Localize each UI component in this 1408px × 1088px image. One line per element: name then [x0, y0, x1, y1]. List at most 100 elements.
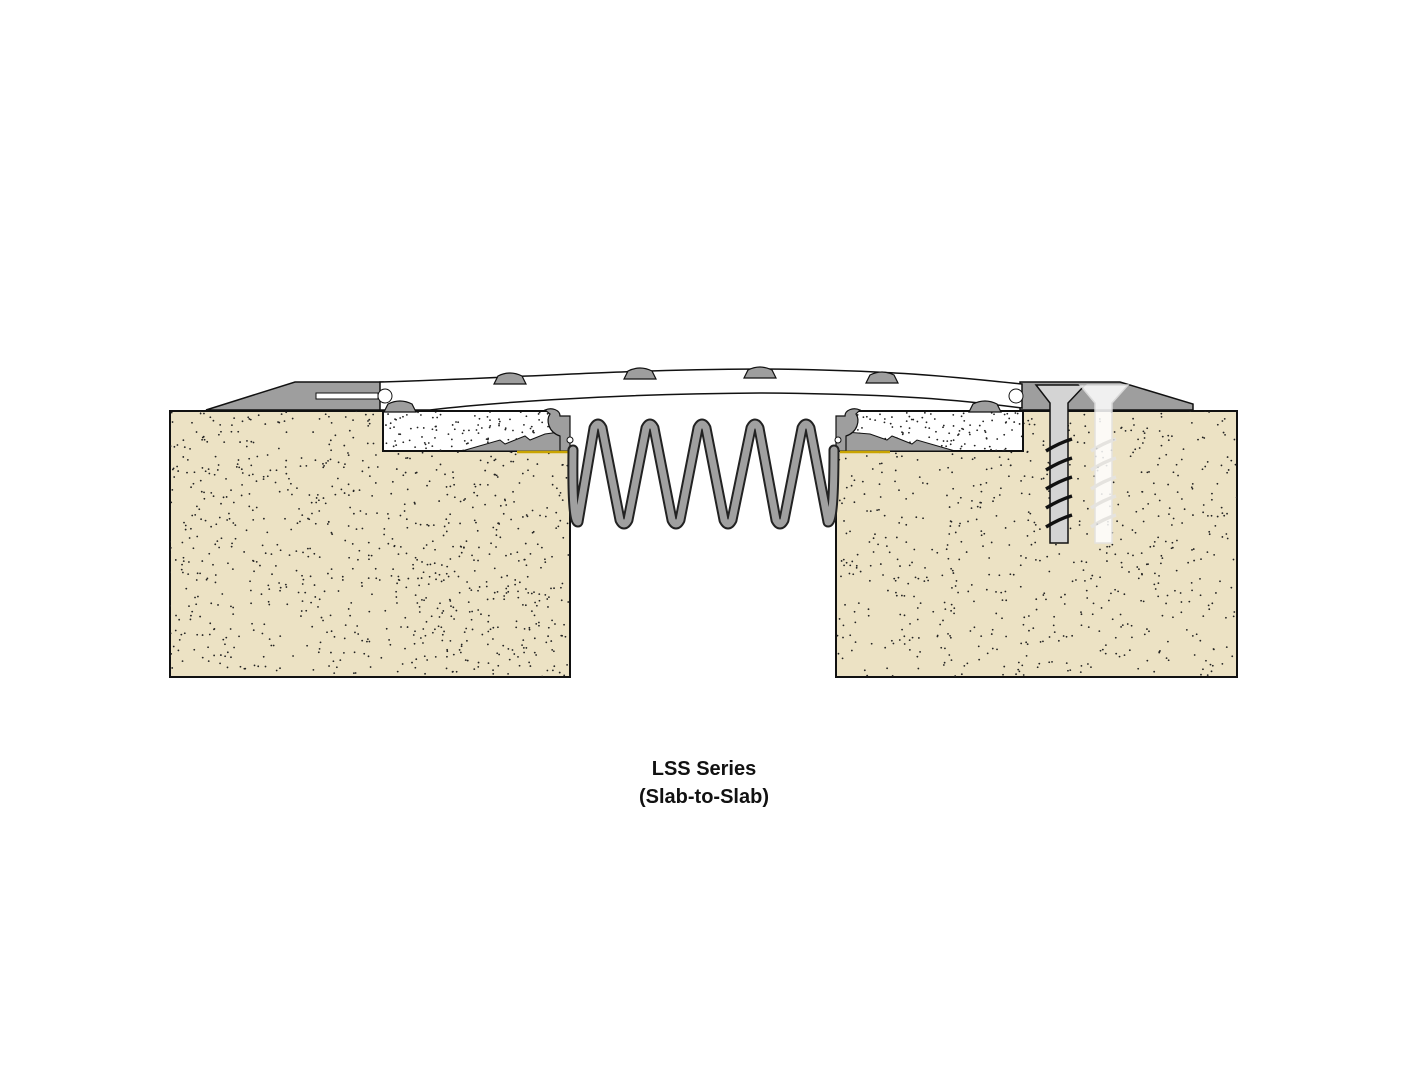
- speckle: [418, 605, 421, 608]
- speckle: [917, 637, 920, 639]
- speckle: [424, 634, 427, 637]
- speckle: [486, 461, 489, 464]
- grip-pad: [968, 400, 1002, 413]
- speckle: [927, 579, 930, 582]
- speckle: [435, 578, 437, 581]
- speckle: [207, 468, 210, 471]
- speckle: [451, 424, 454, 426]
- speckle: [392, 568, 395, 570]
- speckle: [318, 647, 321, 650]
- speckle: [1220, 464, 1223, 467]
- speckle: [1078, 524, 1081, 526]
- speckle: [342, 466, 345, 469]
- speckle: [268, 588, 271, 591]
- speckle: [337, 461, 340, 464]
- speckle: [530, 592, 533, 595]
- speckle: [490, 542, 492, 545]
- speckle: [522, 639, 525, 642]
- speckle: [221, 593, 224, 595]
- speckle: [1085, 589, 1088, 592]
- speckle: [513, 500, 515, 503]
- speckle: [376, 512, 378, 514]
- speckle: [311, 512, 313, 515]
- speckle: [459, 500, 462, 503]
- speckle: [936, 551, 939, 554]
- speckle: [911, 561, 913, 564]
- speckle: [533, 637, 536, 640]
- speckle: [1033, 530, 1036, 533]
- speckle: [523, 558, 526, 561]
- speckle: [219, 654, 222, 656]
- speckle: [1126, 491, 1129, 494]
- speckle: [1172, 616, 1174, 619]
- speckle: [318, 418, 321, 420]
- speckle: [248, 418, 251, 420]
- speckle: [405, 414, 408, 416]
- speckle: [1206, 551, 1209, 554]
- speckle: [396, 582, 399, 585]
- speckle: [845, 532, 848, 535]
- speckle: [865, 415, 868, 418]
- speckle: [462, 429, 465, 432]
- speckle: [1084, 580, 1086, 582]
- speckle: [306, 644, 309, 647]
- speckle: [259, 564, 261, 567]
- speckle: [851, 560, 854, 563]
- speckle: [567, 554, 570, 556]
- speckle: [468, 429, 470, 432]
- speckle: [413, 501, 416, 504]
- speckle: [347, 525, 350, 527]
- speckle: [394, 440, 397, 442]
- speckle: [850, 475, 853, 477]
- speckle: [327, 459, 329, 462]
- speckle: [420, 414, 422, 416]
- speckle: [467, 601, 470, 604]
- speckle: [480, 613, 482, 616]
- speckle: [1099, 576, 1101, 579]
- speckle: [1171, 435, 1173, 438]
- screw-thread: [1045, 456, 1073, 472]
- speckle: [1026, 451, 1029, 453]
- speckle: [477, 559, 479, 562]
- speckle: [416, 558, 419, 561]
- speckle: [905, 497, 908, 500]
- speckle: [1033, 521, 1036, 524]
- speckle: [1069, 527, 1072, 530]
- speckle: [1202, 615, 1205, 617]
- speckle: [367, 466, 370, 469]
- speckle: [214, 574, 217, 576]
- speckle: [1157, 595, 1160, 598]
- speckle: [228, 517, 231, 520]
- speckle: [471, 628, 474, 631]
- speckle: [879, 462, 881, 465]
- speckle: [372, 413, 375, 416]
- speckle: [473, 483, 476, 486]
- speckle: [201, 560, 204, 562]
- speckle: [196, 505, 198, 508]
- speckle: [996, 648, 998, 651]
- speckle: [853, 501, 856, 504]
- speckle: [1210, 514, 1213, 517]
- speckle: [1207, 514, 1209, 517]
- speckle: [220, 537, 223, 540]
- speckle: [971, 499, 973, 502]
- speckle: [507, 590, 510, 593]
- speckle: [1025, 641, 1028, 644]
- speckle: [253, 664, 256, 667]
- speckle: [990, 448, 992, 451]
- speckle: [489, 412, 491, 413]
- speckle: [486, 598, 489, 601]
- speckle: [270, 644, 273, 647]
- speckle: [850, 649, 853, 652]
- grip-pad: [865, 371, 899, 384]
- speckle: [1015, 673, 1017, 676]
- speckle: [1141, 491, 1144, 493]
- speckle: [1003, 413, 1006, 416]
- speckle: [1145, 563, 1148, 566]
- speckle: [360, 581, 363, 584]
- speckle: [457, 421, 460, 424]
- speckle: [406, 526, 409, 529]
- speckle: [1048, 661, 1051, 664]
- speckle: [940, 646, 943, 649]
- speckle: [216, 469, 219, 471]
